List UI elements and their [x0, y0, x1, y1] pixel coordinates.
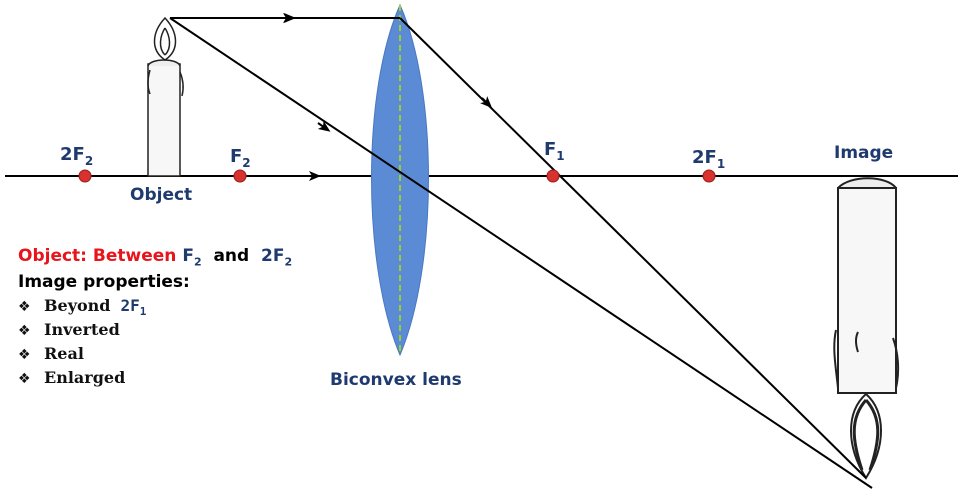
lens-caption: Biconvex lens: [330, 370, 462, 390]
label-f1: F1: [544, 139, 565, 163]
label-f2: F2: [230, 146, 251, 170]
diamond-bullet-icon: ❖: [18, 323, 31, 340]
focal-points: [78, 169, 716, 183]
list-item: ❖Real: [18, 342, 348, 366]
label-2f2: 2F2: [60, 144, 93, 168]
ray-arrow-center: [317, 120, 331, 132]
point-f1: [546, 169, 560, 183]
properties-heading: Image properties:: [18, 272, 190, 293]
object-position-note: Object: Between F2 and 2F2: [18, 246, 293, 269]
point-f2: [233, 169, 247, 183]
image-properties-notes: Object: Between F2 and 2F2 Image propert…: [18, 246, 348, 390]
point-2f2: [78, 169, 92, 183]
point-2f1: [702, 169, 716, 183]
list-item: ❖Inverted: [18, 318, 348, 342]
image-caption: Image: [834, 143, 893, 163]
diamond-bullet-icon: ❖: [18, 371, 31, 388]
ray-arrow-refracted: [480, 96, 493, 109]
label-2f1: 2F1: [692, 147, 725, 171]
object-candle-icon: [147, 16, 184, 177]
image-candle-icon: [833, 177, 900, 480]
object-caption: Object: [130, 185, 192, 205]
diamond-bullet-icon: ❖: [18, 347, 31, 364]
list-item: ❖Enlarged: [18, 366, 348, 390]
diamond-bullet-icon: ❖: [18, 299, 31, 316]
